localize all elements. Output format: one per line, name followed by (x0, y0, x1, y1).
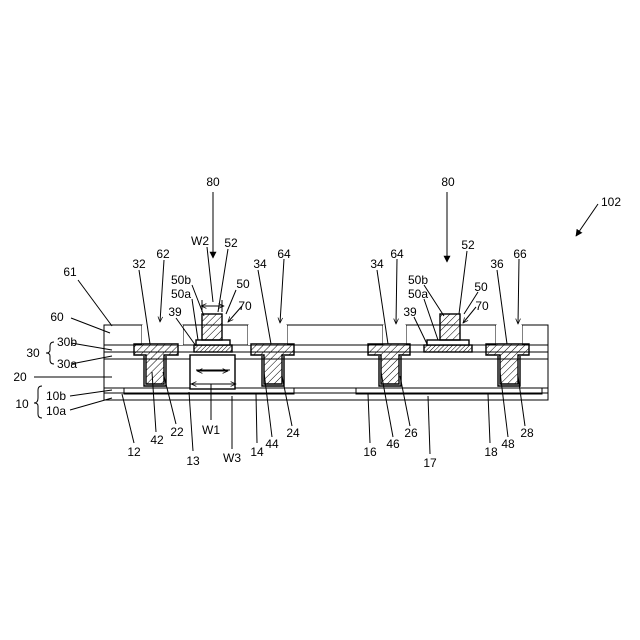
label-70-left: 70 (238, 299, 252, 313)
label-50-left: 50 (236, 277, 250, 291)
bumps-52 (202, 314, 460, 340)
label-w3: W3 (223, 451, 241, 465)
label-34-right: 34 (370, 257, 384, 271)
label-w2: W2 (191, 234, 209, 248)
label-61: 61 (63, 265, 77, 279)
label-32: 32 (132, 257, 146, 271)
pad-50a-left (196, 340, 230, 345)
labels-right: 102 80 52 34 64 50b 50a 50 39 70 36 66 1… (363, 175, 621, 470)
label-22: 22 (170, 425, 184, 439)
label-44: 44 (265, 437, 279, 451)
label-30b: 30b (57, 335, 77, 349)
label-18: 18 (484, 445, 498, 459)
label-62: 62 (156, 247, 170, 261)
label-28: 28 (520, 426, 534, 440)
label-24: 24 (286, 426, 300, 440)
pad-39-left (194, 345, 232, 352)
pad-50a-right (427, 340, 469, 345)
label-70-right: 70 (475, 299, 489, 313)
via-plug-34-right (368, 344, 410, 384)
label-13: 13 (186, 454, 200, 468)
label-52-right: 52 (461, 238, 475, 252)
label-50a-left: 50a (171, 287, 191, 301)
layer-10b (104, 388, 548, 393)
label-64-left: 64 (277, 247, 291, 261)
label-46: 46 (386, 437, 400, 451)
label-50b-right: 50b (408, 273, 428, 287)
pads (194, 340, 472, 352)
label-50-right: 50 (474, 280, 488, 294)
label-36: 36 (490, 257, 504, 271)
layer-20 (104, 359, 548, 388)
label-39-right: 39 (403, 305, 417, 319)
layer-60-seg-c (287, 325, 383, 345)
label-42: 42 (150, 433, 164, 447)
label-16: 16 (363, 445, 377, 459)
label-30: 30 (26, 346, 40, 360)
label-66: 66 (513, 247, 527, 261)
label-52-left: 52 (224, 236, 238, 250)
bump-52-right (440, 314, 460, 340)
leader-lines (34, 192, 598, 454)
label-10: 10 (15, 397, 29, 411)
label-80-right: 80 (441, 175, 455, 189)
label-34-left: 34 (253, 257, 267, 271)
label-80-left: 80 (206, 175, 220, 189)
layer-60-seg-a (104, 325, 142, 345)
opening-66 (496, 325, 522, 345)
label-60: 60 (50, 310, 64, 324)
opening-64-left (248, 325, 287, 345)
label-w1: W1 (202, 423, 220, 437)
label-39-left: 39 (168, 305, 182, 319)
via-plug-32 (134, 344, 178, 384)
pad-39-right (424, 345, 472, 352)
label-64-right: 64 (390, 247, 404, 261)
layer-60-seg-e (522, 325, 548, 345)
opening-62 (142, 325, 183, 345)
label-50b-left: 50b (171, 273, 191, 287)
label-20: 20 (13, 370, 27, 384)
label-10b: 10b (46, 389, 66, 403)
label-17: 17 (423, 456, 437, 470)
label-10a: 10a (46, 404, 66, 418)
label-102: 102 (601, 195, 621, 209)
bump-52-left (202, 314, 222, 340)
label-30a: 30a (57, 357, 77, 371)
via-plug-34-left (251, 344, 294, 384)
label-26: 26 (404, 426, 418, 440)
label-12: 12 (127, 445, 141, 459)
label-50a-right: 50a (408, 287, 428, 301)
label-14: 14 (250, 445, 264, 459)
via-plug-36 (486, 344, 529, 384)
label-48: 48 (501, 437, 515, 451)
